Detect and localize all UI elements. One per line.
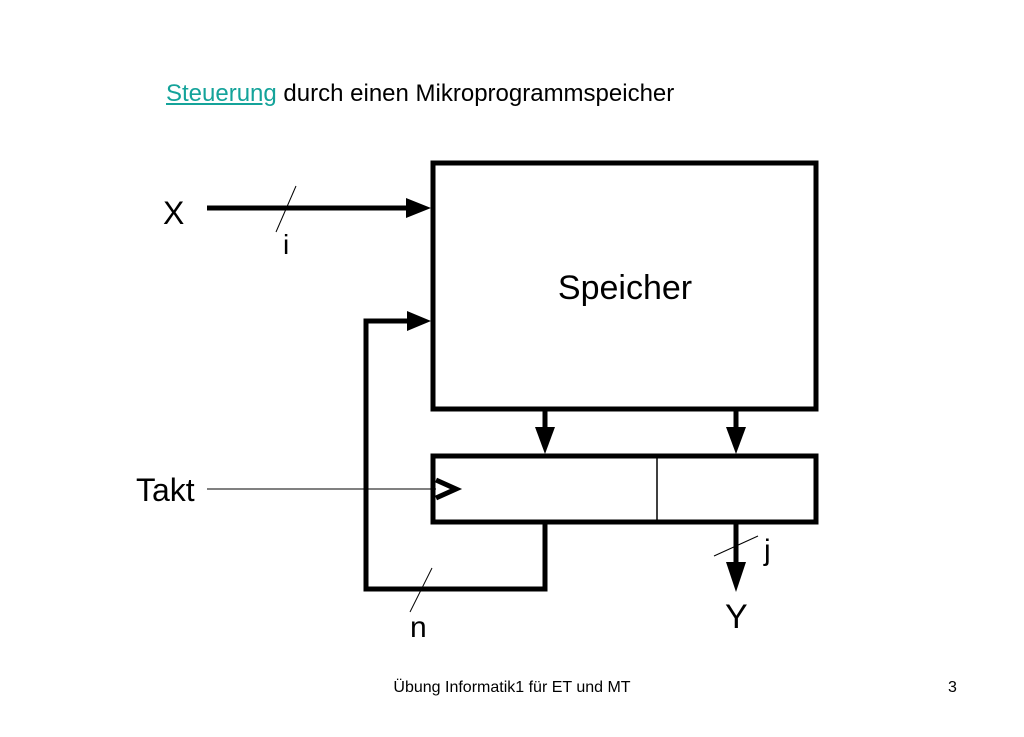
input-width-label: i bbox=[283, 229, 289, 260]
output-width-label: j bbox=[763, 534, 771, 567]
clock-input-symbol bbox=[434, 477, 463, 501]
input-arrowhead bbox=[406, 198, 431, 218]
slide-title: Steuerung durch einen Mikroprogrammspeic… bbox=[166, 80, 674, 108]
title-rest: durch einen Mikroprogrammspeicher bbox=[276, 80, 675, 107]
input-x-label: X bbox=[163, 195, 184, 231]
output-y-label: Y bbox=[725, 598, 748, 636]
feedback-width-label: n bbox=[410, 611, 427, 644]
feedback-path bbox=[363, 318, 548, 592]
feedback-arrowhead bbox=[407, 311, 431, 331]
steuerung-link[interactable]: Steuerung bbox=[166, 80, 277, 107]
feedback-width-slash bbox=[409, 567, 433, 613]
input-width-slash bbox=[275, 185, 297, 233]
mem-reg-arrow-right bbox=[726, 427, 746, 454]
footer-text: Übung Informatik1 für ET und MT bbox=[393, 679, 631, 696]
register-block bbox=[430, 453, 819, 525]
clock-label: Takt bbox=[136, 472, 195, 508]
output-arrowhead bbox=[726, 562, 746, 592]
page-number: 3 bbox=[948, 679, 957, 696]
memory-block bbox=[430, 160, 819, 412]
memory-label: Speicher bbox=[558, 269, 692, 307]
mem-reg-arrow-left bbox=[535, 427, 555, 454]
output-width-slash bbox=[713, 535, 759, 557]
